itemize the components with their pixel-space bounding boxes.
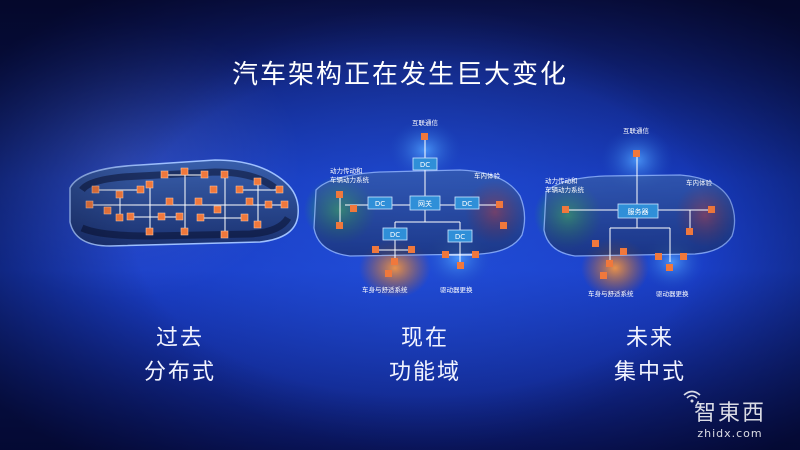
wifi-icon (683, 390, 701, 403)
column-past-line2: 分布式 (143, 360, 216, 385)
column-future-line1: 未来 (625, 326, 674, 351)
label-adas-present: 驱动器更换 (440, 285, 473, 294)
label-body-future: 车身与舒适系统 (588, 289, 634, 298)
diagram-future: 服务器 互联通信 动力传动和 车辆动力系统 车内体验 车身与舒适系统 驱动器更换 (534, 126, 736, 298)
label-cabin-future: 车内体验 (686, 178, 713, 187)
label-power-present: 动力传动和 (330, 166, 363, 175)
column-future: 未来 集中式 (590, 322, 710, 390)
watermark: 智東西 zhidx.com (680, 390, 780, 440)
label-connect-future: 互联通信 (623, 126, 650, 135)
column-past: 过去 分布式 (120, 322, 240, 390)
label-chassis-future: 车辆动力系统 (545, 185, 585, 194)
column-present-line2: 功能域 (388, 360, 461, 385)
label-chassis-present: 车辆动力系统 (330, 175, 370, 184)
dc-bottom-right: DC (455, 233, 465, 241)
diagram-past (69, 159, 299, 247)
slide-title: 汽车架构正在发生巨大变化 (231, 60, 568, 90)
column-future-line2: 集中式 (613, 360, 686, 385)
label-power-future: 动力传动和 (545, 176, 578, 185)
label-adas-future: 驱动器更换 (656, 289, 689, 298)
gateway-box: 网关 (418, 199, 432, 208)
dc-right: DC (462, 200, 472, 208)
diagram-present: DC DC 网关 DC DC DC 互联通信 动力传动和 车辆动力系统 车内体验 (304, 118, 526, 298)
column-present: 现在 功能域 (365, 322, 485, 390)
label-body-present: 车身与舒适系统 (362, 285, 408, 294)
dc-top: DC (420, 161, 430, 169)
watermark-url: zhidx.com (697, 427, 763, 440)
label-cabin-present: 车内体验 (474, 171, 501, 180)
server-box: 服务器 (628, 207, 649, 216)
column-past-line1: 过去 (155, 326, 204, 351)
watermark-logo: 智東西 (693, 401, 766, 426)
dc-bottom-left: DC (390, 231, 400, 239)
dc-left: DC (375, 200, 385, 208)
label-connect-present: 互联通信 (412, 118, 439, 127)
column-present-line1: 现在 (400, 326, 449, 351)
